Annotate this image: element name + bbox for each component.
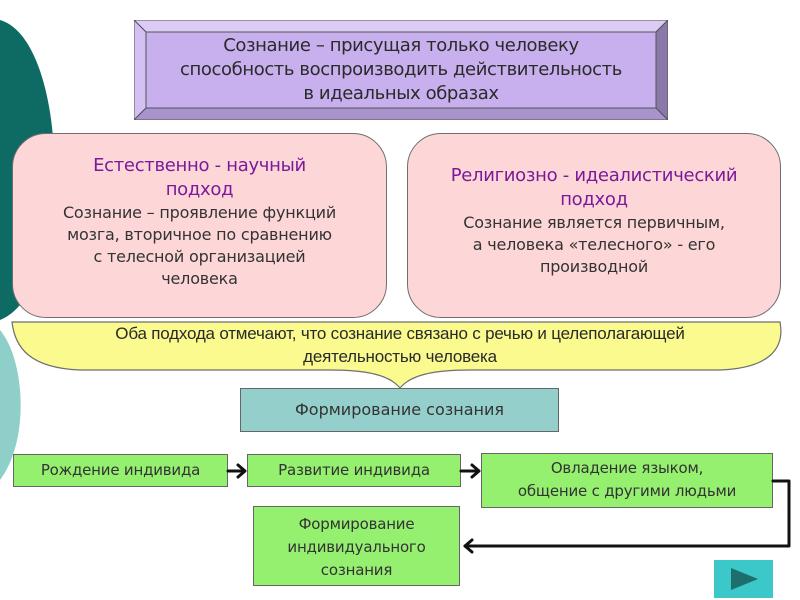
decorative-circle-light (0, 330, 21, 480)
approach-description-line: Сознание – проявление функций (62, 203, 337, 222)
approach-description-line: мозга, вторичное по сравнению (67, 225, 332, 244)
approach-description-line: Сознание является первичным, (463, 213, 725, 232)
consciousness-formation-box: Формирование сознания (240, 388, 559, 432)
bevel-frame (134, 20, 668, 120)
approach-description: Сознание – проявление функций мозга, вто… (13, 202, 386, 290)
step-individual-consciousness: Формирование индивидуального сознания (253, 506, 460, 586)
approach-heading-line: подход (560, 189, 628, 210)
natural-science-approach-box: Естественно - научный подход Сознание – … (12, 133, 387, 318)
religious-idealistic-approach-box: Религиозно - идеалистический подход Созн… (407, 133, 781, 318)
approach-heading-line: Религиозно - идеалистический (450, 165, 738, 186)
approach-description-line: производной (539, 257, 649, 276)
approach-heading: Религиозно - идеалистический подход (408, 164, 780, 212)
step-line: Формирование (298, 515, 415, 533)
common-conclusion-line: Оба подхода отмечают, что сознание связа… (115, 324, 685, 343)
step-line: индивидуального (287, 538, 426, 556)
approach-description-line: с телесной организацией (93, 247, 306, 266)
approach-description-line: человека (161, 269, 238, 288)
approach-description: Сознание является первичным, а человека … (408, 212, 780, 278)
approach-heading: Естественно - научный подход (13, 154, 386, 202)
brace-shape (11, 321, 782, 389)
play-next-icon (731, 568, 758, 590)
approach-heading-line: Естественно - научный (93, 155, 306, 176)
definition-box: Сознание – присущая только человеку спос… (134, 20, 668, 120)
approach-heading-line: подход (165, 179, 234, 200)
definition-line: Сознание – присущая только человеку (223, 35, 579, 56)
step-development: Развитие индивида (247, 454, 461, 487)
step-language-communication: Овладение языком, общение с другими людь… (481, 453, 773, 508)
common-conclusion-line: деятельностью человека (303, 347, 497, 366)
next-slide-button[interactable] (714, 560, 773, 598)
step-line: Овладение языком, (550, 459, 704, 477)
definition-text: Сознание – присущая только человеку спос… (134, 34, 668, 106)
step-birth: Рождение индивида (13, 454, 228, 487)
step-line: общение с другими людьми (517, 482, 737, 500)
approach-description-line: а человека «телесного» - его (472, 235, 716, 254)
step-line: сознания (320, 561, 393, 579)
common-conclusion-text: Оба подхода отмечают, что сознание связа… (8, 322, 792, 368)
definition-line: способность воспроизводить действительно… (180, 59, 622, 80)
definition-line: в идеальных образах (303, 83, 499, 104)
